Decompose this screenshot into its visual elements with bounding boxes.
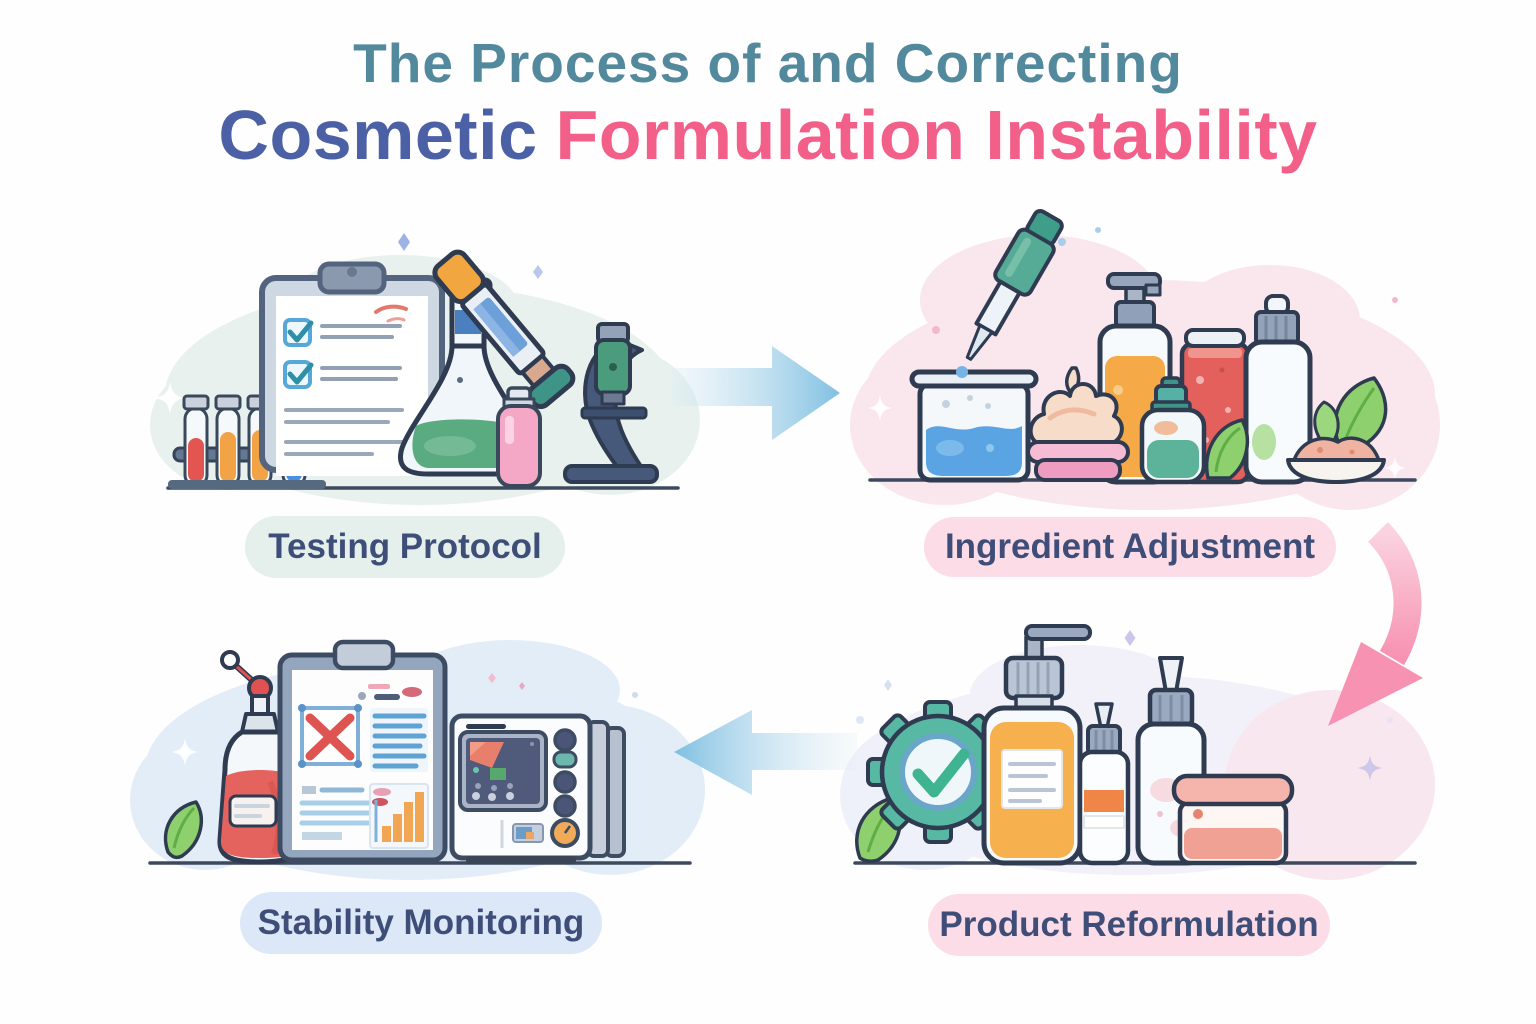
stage-label-stability-monitoring: Stability Monitoring <box>240 892 602 954</box>
stage-label-product-reformulation: Product Reformulation <box>928 894 1330 956</box>
cream-jar-icon <box>1171 773 1295 866</box>
page-title-line1: The Process of and Correcting <box>353 32 1183 94</box>
small-dropper-bottle-icon <box>1077 702 1131 866</box>
sample-pen-icon <box>432 249 576 410</box>
clipboard-checklist-icon <box>259 261 445 476</box>
beaker-icon <box>909 369 1039 483</box>
monitoring-device-icon <box>449 713 626 864</box>
leaf-icon <box>163 800 204 860</box>
sparkles <box>856 630 1393 781</box>
sparkles <box>154 233 543 414</box>
title-word-cosmetic: Cosmetic <box>218 96 538 174</box>
powder-bowl-icon <box>1286 436 1386 484</box>
panel-product-reformulation <box>840 624 1435 880</box>
clipboard-report-icon <box>277 639 448 863</box>
stage-label-text: Ingredient Adjustment <box>944 527 1316 566</box>
pink-bottle-icon <box>496 386 542 488</box>
pipette-icon <box>956 208 1064 378</box>
arrow-curved-down-icon <box>1328 522 1423 726</box>
stage-label-text: Product Reformulation <box>939 905 1319 944</box>
title-words-formulation-instability: Formulation Instability <box>555 96 1318 174</box>
stage-label-ingredient-adjustment: Ingredient Adjustment <box>924 517 1336 577</box>
leaf-icon <box>1313 376 1388 481</box>
stage-label-testing-protocol: Testing Protocol <box>245 516 565 578</box>
arrow-left-icon <box>674 710 857 795</box>
dropper-bottle-icon <box>1243 294 1313 485</box>
panel-ingredient-adjustment <box>850 208 1440 510</box>
panel-stability-monitoring <box>130 639 705 880</box>
stage-label-text: Testing Protocol <box>268 527 542 566</box>
serum-bottle-icon <box>1139 376 1207 485</box>
pump-bottle-icon <box>981 624 1092 866</box>
panel-testing-protocol <box>150 233 700 505</box>
arrow-right-icon <box>672 346 840 440</box>
microscope-icon <box>563 322 659 484</box>
cream-jar-icon <box>1026 366 1130 482</box>
leaf-icon <box>1204 418 1250 480</box>
sparkles <box>171 673 638 766</box>
stage-label-text: Stability Monitoring <box>257 903 585 942</box>
